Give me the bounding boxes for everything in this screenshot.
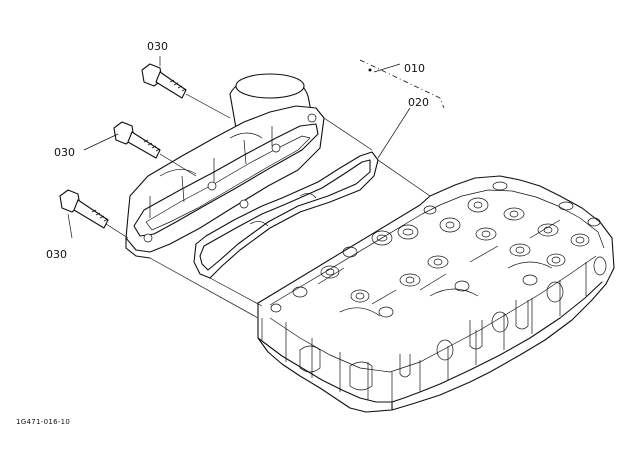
callout-030-upper: 030 xyxy=(147,40,168,53)
cylinder-head-cover-icon xyxy=(125,73,325,259)
callout-020: 020 xyxy=(408,96,429,109)
cylinder-head-icon xyxy=(257,175,615,413)
callout-030-middle: 030 xyxy=(54,146,75,159)
projection-lines xyxy=(105,93,431,319)
bolt-icon xyxy=(113,121,161,159)
diagram-code: 1G471-016-10 xyxy=(16,418,70,426)
callout-030-lower: 030 xyxy=(46,248,67,261)
leader-lines xyxy=(67,56,445,239)
gasket-icon xyxy=(193,151,379,279)
callout-010: 010 xyxy=(404,62,425,75)
bolt-icon xyxy=(141,63,187,99)
bolt-icon xyxy=(59,189,109,229)
